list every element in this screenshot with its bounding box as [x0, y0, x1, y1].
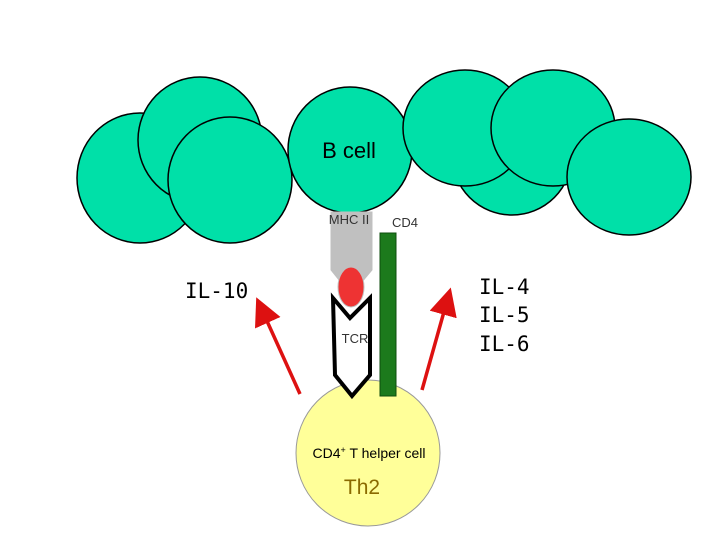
il6-label: IL-6 — [479, 332, 530, 356]
tcr-molecule — [330, 292, 372, 400]
il10-label: IL-10 — [185, 279, 248, 303]
antigen — [337, 266, 365, 308]
t-cell-label-sup: + — [341, 445, 346, 455]
b-cell-circle — [566, 118, 692, 236]
t-helper-cell-label: CD4+ T helper cell — [313, 445, 426, 461]
t-cell-label-prefix: CD4 — [313, 445, 341, 461]
b-cell-circle — [167, 116, 293, 244]
t-cell-label-suffix: T helper cell — [346, 445, 426, 461]
il5-label: IL-5 — [479, 303, 530, 327]
il4-il6-arrow — [420, 287, 457, 391]
cd4-label: CD4 — [392, 215, 418, 230]
b-cell-label: B cell — [322, 138, 376, 163]
il10-arrow — [255, 297, 302, 395]
cd4-molecule — [379, 232, 397, 397]
il4-label: IL-4 — [479, 275, 530, 299]
th2-label: Th2 — [344, 476, 380, 499]
tcr-label: TCR — [342, 331, 369, 346]
b-cell-cluster — [76, 69, 692, 244]
mhc-ii-label: MHC II — [329, 212, 369, 227]
